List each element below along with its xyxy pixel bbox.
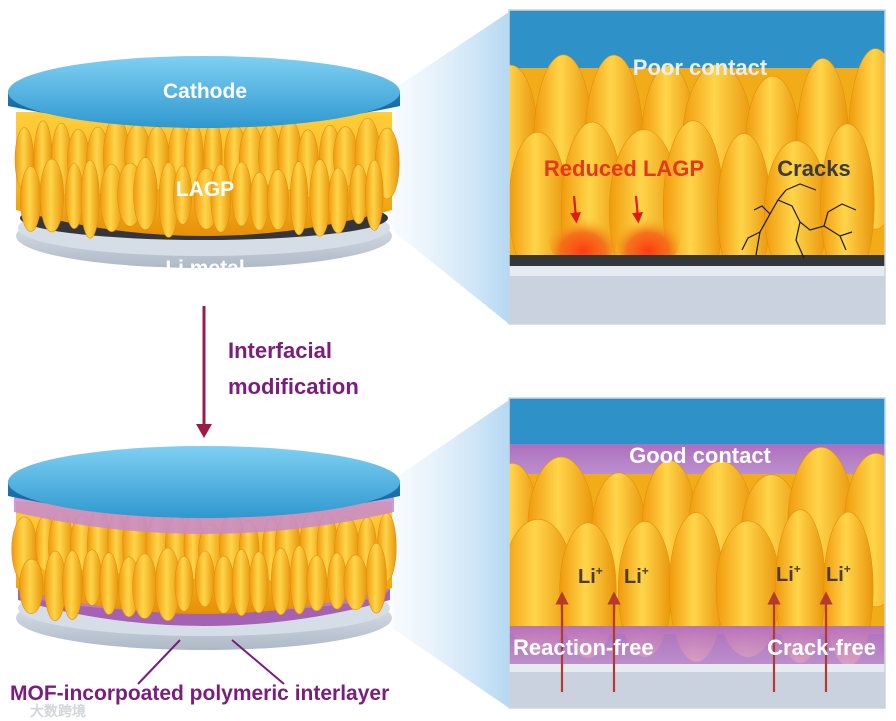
- modification-arrow-head: [196, 424, 212, 438]
- zoom-beam-top: [392, 12, 509, 324]
- lagp-grain: [194, 550, 215, 608]
- cracks-label: Cracks: [777, 156, 850, 181]
- lagp-grain: [39, 158, 64, 233]
- lagp-grain: [80, 159, 100, 239]
- lagp-grain: [270, 547, 291, 616]
- reduced-spot-2: [616, 212, 680, 268]
- lagp-grain: [289, 545, 309, 615]
- zoom-panel-good-contact: Good contact Li+ Li+ Li+ Li+ Reaction-fr…: [509, 398, 885, 708]
- battery-cell-modified: MOF-incorpoated polymeric interlayer: [8, 446, 400, 705]
- lagp-grain: [19, 558, 44, 614]
- cathode-layer-bottom: [8, 446, 400, 518]
- good-contact-label: Good contact: [629, 443, 771, 468]
- lagp-grain: [328, 167, 349, 234]
- lagp-grain: [82, 549, 102, 606]
- lagp-grain: [343, 554, 368, 611]
- interlayer-pointer-left: [137, 639, 181, 685]
- reaction-free-label: Reaction-free: [513, 635, 654, 660]
- watermark: 大数跨境: [30, 703, 86, 719]
- lagp-grain: [133, 157, 158, 230]
- li-ion-label-2: Li+: [624, 564, 649, 588]
- zoom-cathode-band-bottom: [509, 398, 885, 446]
- cathode-layer: [8, 56, 400, 128]
- poor-contact-label: Poor contact: [633, 55, 768, 80]
- lagp-grain: [20, 166, 42, 232]
- zoom-frame-bottom: [508, 397, 886, 709]
- lagp-grain: [99, 552, 119, 615]
- lagp-grain: [365, 159, 384, 231]
- li-metal-label: Li metal: [165, 257, 244, 280]
- lagp-label: LAGP: [176, 178, 234, 201]
- lagp-grain: [213, 555, 235, 614]
- lagp-grain: [65, 163, 84, 229]
- zoom-frame-top: [508, 9, 886, 325]
- lagp-grain: [62, 550, 83, 620]
- battery-cell-unmodified: Cathode LAGP Li metal: [8, 56, 400, 280]
- lagp-grain: [267, 169, 289, 230]
- li-ion-label-1: Li+: [578, 564, 603, 588]
- interlayer-pointer-right: [231, 639, 285, 685]
- interlayer-label: MOF-incorpoated polymeric interlayer: [10, 682, 389, 705]
- reduced-arrow-2: [632, 195, 643, 224]
- li-ion-label-3: Li+: [776, 562, 801, 586]
- arrow-label-line1: Interfacial: [228, 338, 332, 363]
- zoom-panel-poor-contact: Poor contact Reduced LAGP Cracks: [509, 10, 885, 324]
- li-ion-label-4: Li+: [826, 562, 851, 586]
- lagp-grain: [174, 556, 194, 612]
- reduced-spot-1: [549, 212, 617, 268]
- crack-free-label: Crack-free: [767, 635, 876, 660]
- lagp-grain: [231, 549, 252, 616]
- lagp-grain: [289, 161, 309, 236]
- zoom-interlayer-bottom-band: [509, 626, 885, 666]
- lagp-grain: [309, 159, 331, 237]
- cracks-graphic: [741, 183, 857, 259]
- lagp-grain: [365, 542, 387, 614]
- lagp-grain: [249, 172, 270, 231]
- lagp-grain: [231, 161, 252, 227]
- lagp-grain: [210, 164, 232, 233]
- arrow-label-line2: modification: [228, 374, 359, 399]
- lagp-grain: [173, 165, 193, 225]
- lagp-grain: [132, 553, 157, 619]
- zoom-beam-bottom: [392, 400, 509, 708]
- reduced-arrow-1: [570, 195, 581, 224]
- lagp-grain: [306, 555, 328, 612]
- reduced-lagp-label: Reduced LAGP: [544, 156, 704, 181]
- cathode-label: Cathode: [163, 80, 247, 103]
- lagp-grain: [249, 551, 269, 614]
